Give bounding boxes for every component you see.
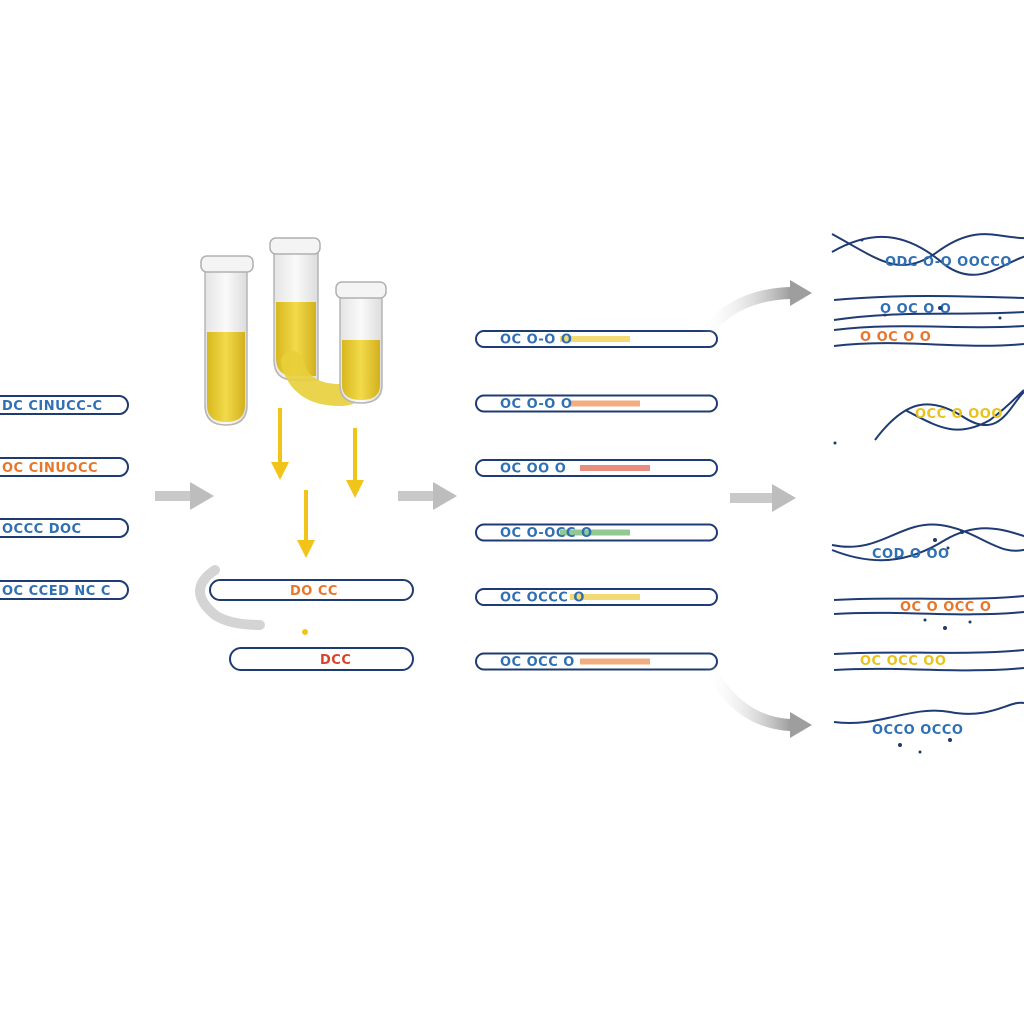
- base-band: [570, 594, 640, 600]
- bottom-strand-label: DCC: [320, 653, 351, 668]
- output-strand-label: OC O OCC O: [900, 600, 991, 615]
- output-helix: ODC O-O OOCCO: [831, 233, 1024, 276]
- output-strand: O OC O O: [833, 325, 1024, 347]
- processed-strand-label: OC OCC O: [500, 655, 575, 670]
- output-helix: OCC O OOO: [874, 389, 1024, 441]
- processed-strands-panel: OC O-O O OC O-O O OC OO O OC O-OCC O OC OCCC…: [475, 330, 718, 671]
- processed-strand: OC OCC O: [475, 652, 718, 671]
- input-strands-panel: DC CINUCC-C OC CINUOCC OCCC DOC OC CCED …: [0, 395, 129, 600]
- input-strand-label: OC CCED NC C: [2, 584, 111, 599]
- curved-arrow-up-icon: [694, 280, 812, 346]
- test-tubes-icon: [200, 237, 387, 426]
- input-strand: OC CINUOCC: [0, 457, 129, 477]
- output-helix-label: OCCO OCCO: [872, 723, 963, 738]
- output-helix-label: OCC O OOO: [915, 407, 1003, 422]
- processed-strand-label: OC OO O: [500, 462, 566, 477]
- output-helix: COD O OO: [831, 523, 1024, 562]
- processed-strand: OC O-O O: [475, 330, 718, 348]
- arrow-right-icon: [398, 482, 457, 510]
- curved-arrow-down-icon: [699, 654, 812, 738]
- processed-strand-label: OC O-O O: [500, 333, 572, 348]
- input-strand-label: DC CINUCC-C: [2, 399, 103, 414]
- base-band: [570, 400, 640, 407]
- loop-strand: DO CC: [195, 565, 414, 630]
- arrow-down-icon: [297, 490, 315, 558]
- processed-strand: OC OO O: [475, 459, 718, 477]
- base-band: [560, 529, 630, 536]
- input-strand: DC CINUCC-C: [0, 395, 129, 415]
- output-strand-label: O OC O O: [880, 302, 951, 317]
- particle-speckles: [833, 238, 1002, 754]
- output-helix-label: ODC O-O OOCCO: [885, 255, 1012, 270]
- base-band: [580, 465, 650, 471]
- processed-strand-label: OC O-O O: [500, 397, 572, 412]
- base-band: [560, 336, 630, 342]
- output-strand-label: OC OCC OO: [860, 654, 946, 669]
- processed-strand: OC O-OCC O: [475, 523, 718, 542]
- input-strand-label: OC CINUOCC: [2, 461, 98, 476]
- arrow-right-icon: [155, 482, 214, 510]
- test-tube: [200, 255, 254, 426]
- output-helix: OCCO OCCO: [833, 701, 1024, 738]
- output-strand: OC OCC OO: [833, 649, 1024, 672]
- processed-strand: OC OCCC O: [475, 588, 718, 606]
- arrow-down-icon: [346, 428, 364, 498]
- test-tube: [335, 281, 387, 404]
- test-tube: [269, 237, 321, 381]
- input-strand: OCCC DOC: [0, 518, 129, 538]
- output-strand: O OC O O: [833, 295, 1024, 321]
- processed-strand: OC O-O O: [475, 394, 718, 413]
- output-helices-panel: ODC O-O OOCCO O OC O O O OC O O OCC O OO…: [831, 233, 1024, 754]
- output-helix-label: COD O OO: [872, 547, 950, 562]
- processed-strand-label: OC OCCC O: [500, 591, 585, 606]
- drop: [302, 629, 308, 635]
- loop-strand-label: DO CC: [290, 584, 338, 599]
- base-band: [580, 658, 650, 665]
- processed-strand-label: OC O-OCC O: [500, 526, 593, 541]
- arrow-down-icon: [271, 408, 289, 480]
- output-strand-label: O OC O O: [860, 330, 931, 345]
- bottom-strand: DCC: [229, 647, 414, 671]
- output-strand: OC O OCC O: [833, 595, 1024, 616]
- arrow-right-icon: [730, 484, 796, 512]
- input-strand: OC CCED NC C: [0, 580, 129, 600]
- input-strand-label: OCCC DOC: [2, 522, 82, 537]
